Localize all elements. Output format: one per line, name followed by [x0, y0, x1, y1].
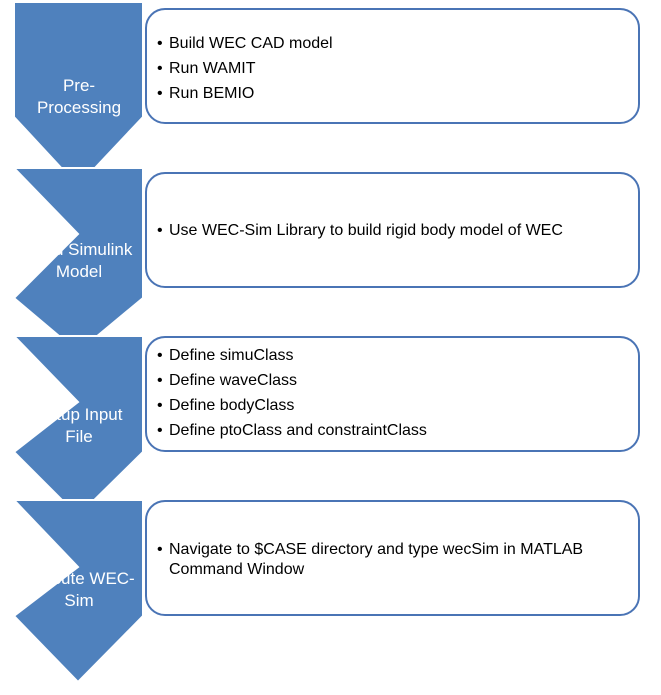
stage-label-line: Build Simulink — [25, 240, 133, 259]
list-item: Define simuClass — [155, 343, 638, 368]
list-item: Define bodyClass — [155, 393, 638, 418]
stage-label-build-simulink-model: Build Simulink Model — [0, 239, 158, 283]
stage-label-line: Model — [55, 262, 103, 281]
list-item: Define waveClass — [155, 368, 638, 393]
chevron-execute-wec-sim — [11, 499, 144, 684]
list-item: Define ptoClass and constraintClass — [155, 418, 638, 443]
chevron-preprocessing — [13, 1, 144, 188]
stage-label-line: Setup Input — [35, 405, 123, 424]
task-list: Use WEC-Sim Library to build rigid body … — [155, 218, 638, 243]
list-item: Build WEC CAD model — [155, 31, 638, 56]
list-item: Use WEC-Sim Library to build rigid body … — [155, 218, 638, 243]
stage-label-preprocessing: Pre- Processing — [0, 75, 158, 119]
task-list: Navigate to $CASE directory and type wec… — [155, 540, 638, 580]
list-item: Run WAMIT — [155, 56, 638, 81]
stage-box-setup-input-file: Define simuClass Define waveClass Define… — [145, 336, 640, 452]
stage-label-execute-wec-sim: Execute WEC- Sim — [0, 568, 158, 612]
task-list: Build WEC CAD model Run WAMIT Run BEMIO — [155, 31, 638, 106]
stage-label-line: File — [65, 427, 93, 446]
task-list: Define simuClass Define waveClass Define… — [155, 343, 638, 443]
stage-box-build-simulink-model: Use WEC-Sim Library to build rigid body … — [145, 172, 640, 288]
stage-label-line: Processing — [36, 98, 122, 117]
stage-label-line: Pre- — [62, 76, 96, 95]
stage-label-line: Execute WEC- — [23, 569, 135, 588]
stage-label-setup-input-file: Setup Input File — [0, 404, 158, 448]
list-item: Run BEMIO — [155, 81, 638, 106]
stage-box-execute-wec-sim: Navigate to $CASE directory and type wec… — [145, 500, 640, 616]
stage-label-line: Sim — [64, 591, 94, 610]
list-item: Navigate to $CASE directory and type wec… — [155, 540, 638, 580]
stage-box-preprocessing: Build WEC CAD model Run WAMIT Run BEMIO — [145, 8, 640, 124]
